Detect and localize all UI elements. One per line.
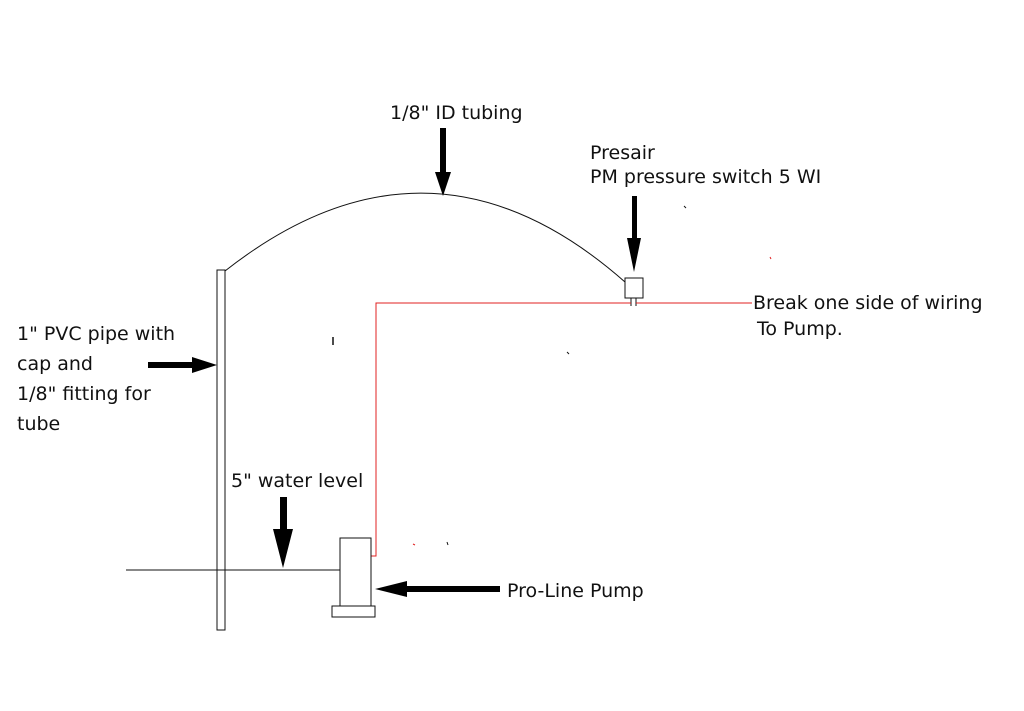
pump-base bbox=[331, 605, 376, 618]
tubing-label: 1/8" ID tubing bbox=[390, 102, 523, 124]
pressure-switch-label: Presair PM pressure switch 5 WI bbox=[590, 138, 821, 192]
pvc-pipe bbox=[216, 269, 226, 631]
pipe-arrow bbox=[148, 357, 217, 373]
pvc-pipe-label: 1" PVC pipe with cap and 1/8" fitting fo… bbox=[17, 319, 175, 439]
water-level-label: 5" water level bbox=[231, 470, 364, 492]
pressure-switch bbox=[624, 277, 644, 299]
stray-mark bbox=[446, 541, 449, 546]
stray-mark bbox=[412, 543, 416, 546]
tubing-arc bbox=[224, 192, 626, 283]
wiring-label: Break one side of wiring To Pump. bbox=[753, 288, 983, 340]
wiring-label-line2: To Pump. bbox=[757, 318, 843, 340]
pvc-pipe-label-line1: 1" PVC pipe with bbox=[17, 323, 176, 345]
pump-label: Pro-Line Pump bbox=[507, 580, 644, 602]
wiring-label-line1: Break one side of wiring bbox=[753, 292, 983, 314]
pump-body bbox=[339, 537, 372, 607]
pump-arrow bbox=[375, 581, 500, 597]
stray-mark bbox=[566, 351, 570, 355]
stray-mark bbox=[683, 205, 687, 209]
pressure-switch-label-line1: Presair bbox=[590, 142, 655, 164]
switch-arrow bbox=[627, 196, 641, 272]
tubing-arrow bbox=[435, 128, 451, 196]
pressure-switch-label-line2: PM pressure switch 5 WI bbox=[590, 166, 822, 188]
pvc-pipe-label-line4: tube bbox=[17, 413, 61, 435]
pvc-pipe-label-line3: 1/8" fitting for bbox=[17, 383, 151, 405]
pvc-pipe-label-line2: cap and bbox=[17, 353, 93, 375]
water-level-arrow bbox=[273, 497, 293, 568]
wire-to-pump bbox=[371, 302, 631, 557]
stray-mark bbox=[769, 256, 772, 260]
